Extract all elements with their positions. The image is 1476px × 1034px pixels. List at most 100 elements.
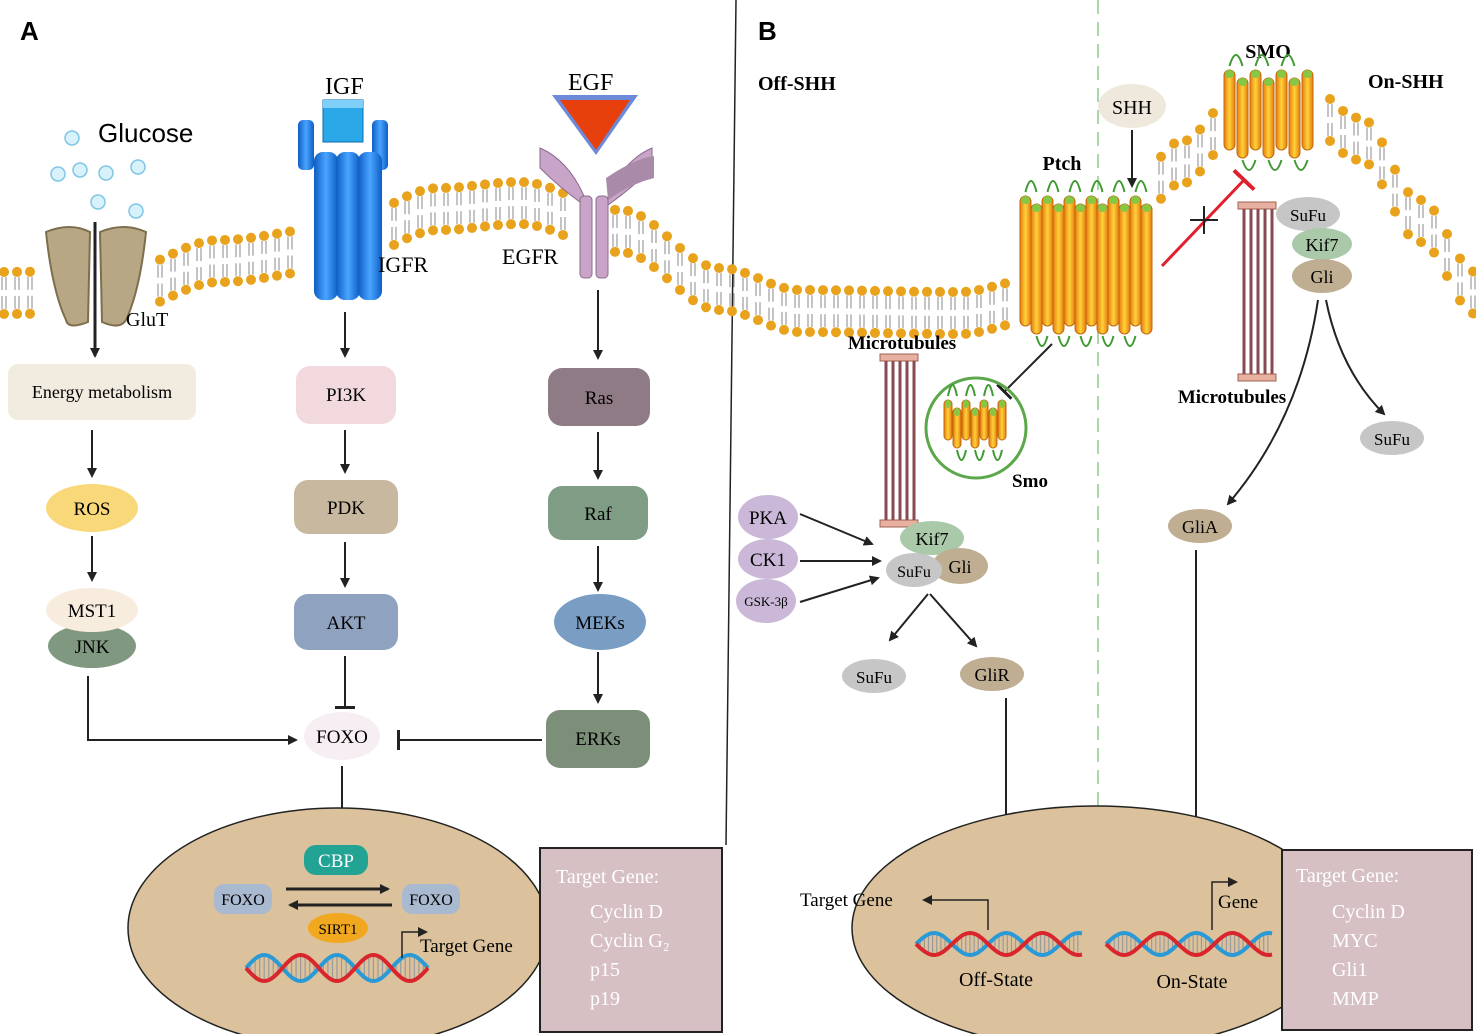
sirt1-node: SIRT1 — [308, 913, 368, 943]
shh-ligand: SHH — [1098, 84, 1166, 128]
helix-cap — [1098, 204, 1107, 212]
svg-text:CK1: CK1 — [750, 550, 786, 571]
helix-segment — [1223, 69, 1236, 151]
lipid-head — [1377, 179, 1387, 190]
sufu-released-left-node: SuFu — [842, 659, 906, 693]
target-gene-item: Cyclin D — [1332, 901, 1405, 923]
lipid-head — [948, 286, 958, 297]
igf-ligand — [322, 99, 364, 143]
smo-receptor-active — [1223, 54, 1314, 171]
lipid-head — [831, 285, 841, 296]
lipid-head — [155, 254, 165, 265]
kif7-right-node: Kif7 — [1292, 228, 1352, 260]
helix-loop — [1079, 335, 1093, 347]
svg-text:GSK-3β: GSK-3β — [744, 594, 788, 609]
lipid-head — [779, 282, 789, 293]
erks-node: ERKs — [546, 710, 650, 768]
lipid-head — [25, 266, 35, 277]
target-gene-title-a: Target Gene: — [556, 866, 659, 888]
lipid-head — [272, 228, 282, 239]
helix-cap — [972, 408, 978, 416]
helix-loop — [1057, 335, 1071, 347]
lipid-head — [792, 284, 802, 295]
dna-strand — [1104, 930, 1273, 958]
lipid-head — [1416, 195, 1426, 206]
helix-loop — [947, 384, 958, 397]
svg-text:MEKs: MEKs — [575, 613, 625, 634]
lipid-head — [1195, 166, 1205, 177]
svg-text:GliR: GliR — [974, 665, 1009, 685]
helix-segment — [1249, 69, 1262, 151]
lipid-head — [1468, 266, 1476, 277]
lipid-head — [766, 320, 776, 331]
lipid-head — [428, 183, 438, 194]
lipid-head — [1351, 112, 1361, 123]
lipid-head — [493, 178, 503, 189]
lipid-head — [454, 182, 464, 193]
dna-helix-off — [914, 930, 1083, 958]
glucose-label: Glucose — [98, 118, 193, 148]
lipid-head — [402, 233, 412, 244]
lipid-head — [844, 285, 854, 296]
lipid-head — [727, 306, 737, 317]
lipid-head — [194, 280, 204, 291]
lipid-head — [1169, 138, 1179, 149]
lipid-head — [259, 272, 269, 283]
svg-text:SuFu: SuFu — [1290, 206, 1326, 225]
smo-vesicle — [924, 376, 1028, 480]
lipid-head — [1156, 151, 1166, 162]
lipid-head — [610, 246, 620, 257]
lipid-head — [12, 308, 22, 319]
lipid-head — [818, 327, 828, 338]
dna-helix-on — [1104, 930, 1273, 958]
lipid-head — [220, 276, 230, 287]
lipid-head — [246, 232, 256, 243]
lipid-head — [1455, 295, 1465, 306]
glia-node: GliA — [1168, 509, 1232, 543]
energy-metabolism-node: Energy metabolism — [8, 364, 196, 420]
microtubules-left-label: Microtubules — [848, 333, 956, 354]
helix-segment — [1074, 203, 1087, 335]
lipid-head — [714, 262, 724, 273]
panel-b-label: B — [758, 16, 777, 46]
lipid-head — [688, 253, 698, 264]
lipid-head — [727, 264, 737, 275]
lipid-head — [532, 178, 542, 189]
lipid-head — [259, 230, 269, 241]
svg-text:SHH: SHH — [1112, 97, 1152, 119]
lipid-head — [0, 266, 9, 277]
helix-segment — [1096, 203, 1109, 335]
helix-cap — [1032, 204, 1041, 212]
helix-loop — [1293, 159, 1309, 171]
helix-cap — [1290, 78, 1299, 86]
lipid-head — [883, 286, 893, 297]
lipid-head — [987, 281, 997, 292]
lipid-head — [922, 286, 932, 297]
gsk3b-node: GSK-3β — [736, 579, 796, 623]
igfr-receptor — [298, 120, 388, 300]
ros-node: ROS — [46, 484, 138, 532]
svg-text:FOXO: FOXO — [221, 892, 265, 909]
ptch-to-smo-inhibition — [996, 343, 1053, 400]
lipid-head — [1403, 229, 1413, 240]
lipid-head — [1195, 124, 1205, 135]
lipid-head — [12, 266, 22, 277]
lipid-head — [1351, 154, 1361, 165]
lipid-head — [766, 278, 776, 289]
helix-loop — [1046, 180, 1060, 193]
egfr-label: EGFR — [502, 244, 559, 269]
svg-text:Kif7: Kif7 — [916, 529, 949, 549]
lipid-head — [662, 273, 672, 284]
dna-strand — [244, 952, 430, 984]
svg-text:ROS: ROS — [74, 499, 111, 520]
lipid-head — [272, 270, 282, 281]
lipid-head — [1000, 278, 1010, 289]
off-shh-label: Off-SHH — [758, 73, 836, 95]
helix-cap — [1021, 196, 1030, 204]
helix-segment — [1275, 69, 1288, 151]
helix-loop — [1280, 54, 1296, 67]
lipid-head — [1455, 253, 1465, 264]
helix-segment — [1107, 195, 1120, 327]
